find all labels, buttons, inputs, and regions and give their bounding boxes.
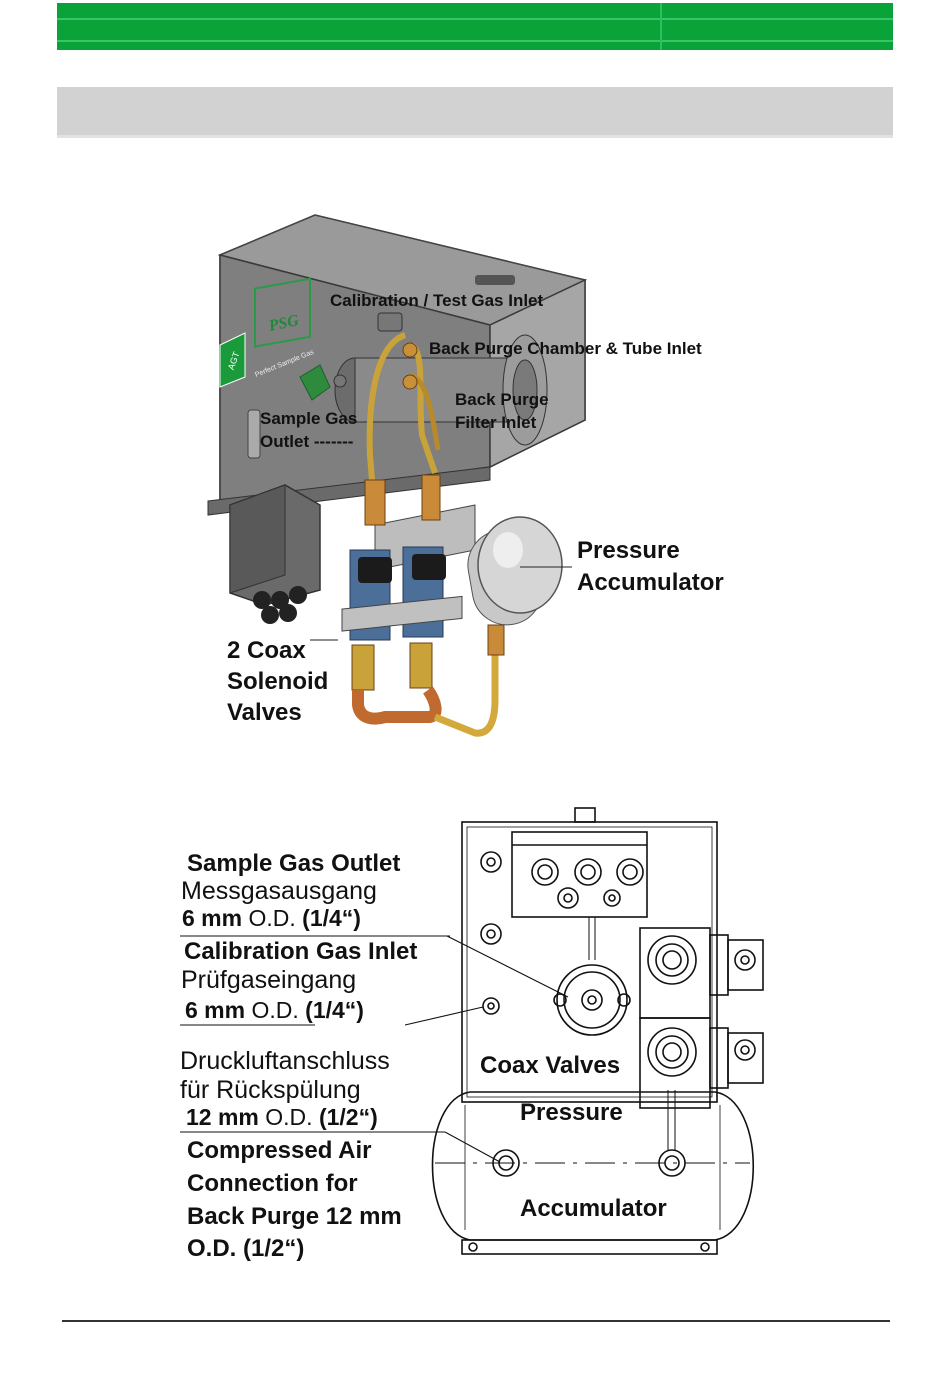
label-calibration-gas-inlet-de: Prüfgaseingang: [181, 966, 357, 994]
svg-text:PSG: PSG: [266, 312, 301, 335]
label-back-purge-chamber-tube-inlet: Back Purge Chamber & Tube Inlet: [429, 339, 702, 358]
size-inch: (1/2“): [318, 1104, 378, 1130]
label-pressure-accumulator-2: Accumulator: [577, 569, 724, 596]
label-coax-solenoid-1: 2 Coax: [227, 637, 306, 664]
section-bar: [57, 87, 893, 138]
size-mm: 6 mm: [185, 997, 246, 1023]
psg-3d-render: AGT PSG Perfect Sample Gas: [207, 214, 588, 737]
footer-rule: [62, 1320, 890, 1322]
size-od: O.D.: [251, 997, 299, 1023]
size-mm: 6 mm: [182, 905, 243, 931]
label-compressed-air-size: 12 mm O.D. (1/2“): [186, 1104, 378, 1131]
label-calibration-gas-inlet-size: 6 mm O.D. (1/4“): [185, 997, 364, 1024]
label-sample-gas-outlet-size: 6 mm O.D. (1/4“): [182, 905, 361, 932]
label-back-purge-filter-inlet-1: Back Purge: [455, 390, 549, 409]
label-coax-valves: Coax Valves: [480, 1052, 621, 1079]
label-compressed-air-de-1: Druckluftanschluss: [180, 1047, 390, 1075]
label-compressed-air-de-2: für Rückspülung: [180, 1076, 361, 1104]
label-sample-gas-outlet-de: Messgasausgang: [181, 877, 377, 905]
size-od: O.D.: [248, 905, 296, 931]
size-inch: (1/4“): [302, 905, 361, 931]
size-mm: 12 mm: [186, 1104, 259, 1130]
label-calibration-test-gas-inlet: Calibration / Test Gas Inlet: [330, 291, 544, 310]
size-inch: (1/4“): [305, 997, 364, 1023]
label-pressure: Pressure: [520, 1099, 623, 1126]
label-accumulator: Accumulator: [520, 1195, 667, 1222]
label-sample-gas-outlet-2: Outlet -------: [260, 432, 354, 451]
label-compressed-air-en-2: Connection for: [187, 1170, 358, 1197]
label-back-purge-filter-inlet-2: Filter Inlet: [455, 413, 537, 432]
psg-technical-drawing: [180, 807, 764, 1255]
label-coax-solenoid-3: Valves: [227, 699, 302, 726]
label-pressure-accumulator-1: Pressure: [577, 537, 680, 564]
label-sample-gas-outlet-1: Sample Gas: [260, 409, 358, 428]
label-compressed-air-en-4: O.D. (1/2“): [187, 1235, 305, 1262]
header-bar: [57, 3, 893, 50]
size-od: O.D.: [265, 1104, 313, 1130]
label-coax-solenoid-2: Solenoid: [227, 668, 329, 695]
label-calibration-gas-inlet-en: Calibration Gas Inlet: [184, 938, 418, 965]
label-compressed-air-en-1: Compressed Air: [187, 1137, 372, 1164]
label-compressed-air-en-3: Back Purge 12 mm: [187, 1203, 402, 1230]
label-sample-gas-outlet-en: Sample Gas Outlet: [187, 850, 401, 877]
